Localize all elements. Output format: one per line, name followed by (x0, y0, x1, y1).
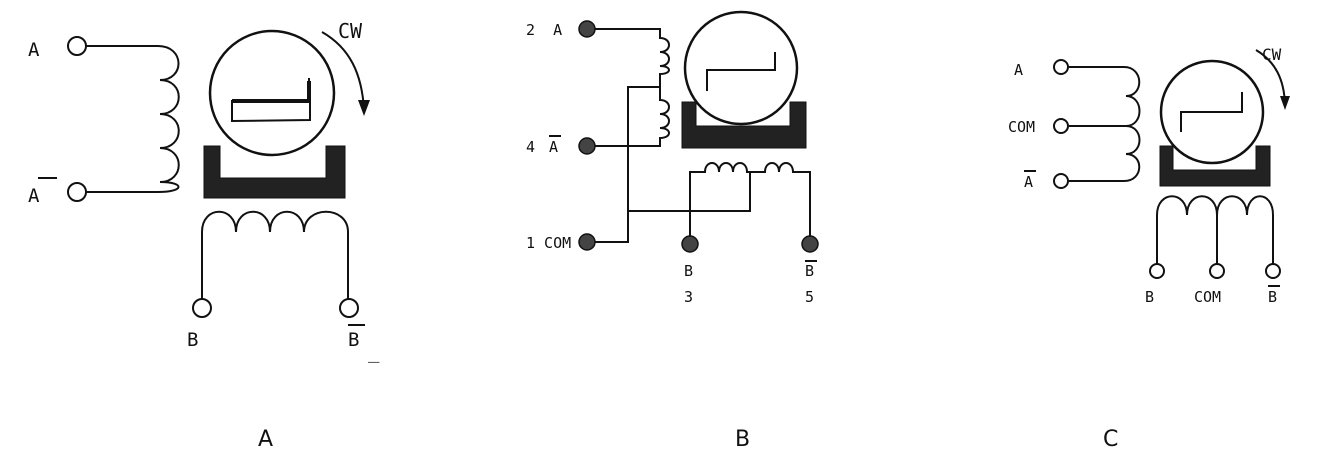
label-b-4-abar: A (549, 138, 558, 156)
label-a-bar: A (28, 185, 40, 207)
rotor-a (208, 29, 336, 157)
label-b-bar: B (348, 329, 359, 351)
terminal-b-2 (578, 20, 596, 38)
com-b-wire (628, 172, 751, 212)
com-wire (594, 86, 660, 243)
label-b-3: 3 (684, 288, 693, 306)
terminal-c-b-bar (1265, 263, 1281, 279)
label-c-b: B (1145, 288, 1154, 306)
label-c-a-bar: A (1024, 173, 1033, 191)
coil-b-winding (201, 210, 349, 299)
coil-c-a-winding (1069, 66, 1141, 182)
caption-a: A (258, 427, 273, 452)
label-c-b-bar: B (1268, 288, 1277, 306)
label-b-bar-suffix: _ (368, 341, 380, 363)
terminal-a-bar (67, 182, 87, 202)
label-b-4-num: 4 (526, 138, 535, 156)
label-b-1com: 1 COM (526, 234, 571, 252)
terminal-b-1 (578, 233, 596, 251)
terminal-c-a-bar (1053, 173, 1069, 189)
label-b-2a: 2 A (526, 21, 562, 39)
label-b: B (187, 329, 198, 351)
terminal-b-4 (578, 137, 596, 155)
terminal-c-b (1149, 263, 1165, 279)
cw-arrow (321, 31, 365, 111)
rotor-a-step (231, 78, 310, 120)
terminal-b-5 (801, 235, 819, 253)
label-c-a: A (1014, 61, 1023, 79)
label-cw-a: CW (338, 19, 363, 43)
terminal-a (67, 36, 87, 56)
terminal-c-a (1053, 59, 1069, 75)
diagram-a: A A B B _ CW A (28, 19, 380, 452)
label-cw-c: CW (1262, 45, 1282, 64)
rotor-b (683, 10, 799, 126)
coil-a-winding (86, 45, 180, 193)
label-b-bbar: B (805, 262, 814, 280)
cw-arrowhead-c (1280, 96, 1290, 110)
label-c-com-b: COM (1194, 288, 1221, 306)
terminal-c-com-b (1209, 263, 1225, 279)
diagram-b: 2 A 4 A 1 COM B 3 B 5 B (526, 10, 819, 452)
terminal-b-3 (681, 235, 699, 253)
terminal-b-bar (339, 298, 359, 318)
coil-b-b-winding (689, 162, 811, 240)
label-c-com-a: COM (1008, 118, 1035, 136)
stator-a (203, 145, 346, 199)
caption-b: B (735, 427, 750, 452)
label-b-5: 5 (805, 288, 814, 306)
rotor-c-step (1180, 92, 1243, 132)
terminal-c-com-a (1053, 118, 1069, 134)
caption-c: C (1103, 427, 1118, 452)
rotor-b-step (706, 52, 776, 91)
cw-arrowhead (358, 100, 370, 116)
coil-c-b-winding (1156, 195, 1274, 264)
diagram-c: A COM A B COM B CW C (1008, 45, 1290, 452)
stator-c (1159, 145, 1271, 187)
label-b-b: B (684, 262, 693, 280)
terminal-b (192, 298, 212, 318)
label-a: A (28, 39, 40, 61)
stator-b (681, 101, 807, 149)
